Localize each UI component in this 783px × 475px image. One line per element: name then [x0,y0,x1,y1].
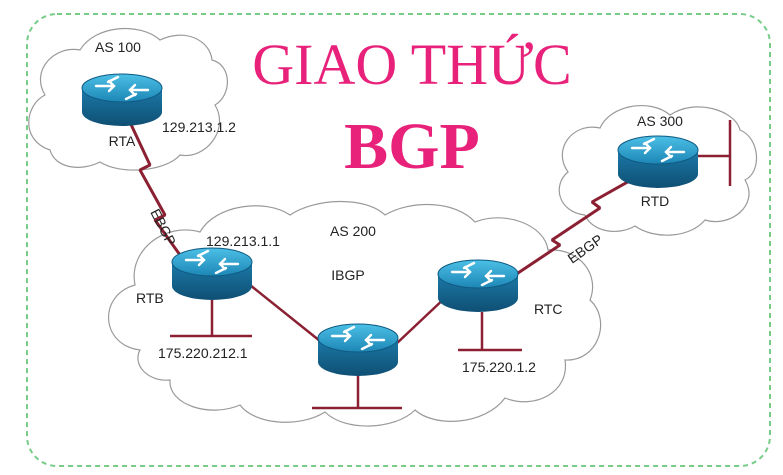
rtd-label: RTD [641,193,670,209]
rtc-label: RTC [534,301,563,317]
center-lan-segment [312,372,402,410]
as300-label: AS 300 [637,113,683,129]
router-rtc-icon[interactable] [436,258,520,314]
ebgp-link-rta-rtb [126,117,182,256]
title-line2: BGP [344,110,480,183]
ebgp-link-rtc-rtd [514,173,641,277]
ibgp-label: IBGP [331,267,364,283]
router-rtb-icon[interactable] [170,246,254,302]
rta-label: RTA [109,133,136,149]
rta-ip-label: 129.213.1.2 [162,119,236,135]
rtd-lan-segment [698,120,732,186]
rtc-lan-segment [458,312,522,352]
rtb-label: RTB [136,290,164,306]
rtb-lan-segment [170,300,252,338]
as200-label: AS 200 [330,223,376,239]
rtc-lan-label: 175.220.1.2 [462,359,536,375]
ebgp-right-label: EBGP [565,231,606,266]
router-rta-icon[interactable] [80,72,164,128]
router-rtd-icon[interactable] [616,134,700,190]
ibgp-link-center-rtc [394,294,449,346]
rtb-lan-label: 175.220.212.1 [158,345,248,361]
ibgp-link-rtb-center [249,284,326,346]
rtb-ip-label: 129.213.1.1 [206,233,280,249]
title-line1: GIAO THỨC [252,32,571,97]
router-center-icon[interactable] [316,322,400,378]
as100-label: AS 100 [95,39,141,55]
